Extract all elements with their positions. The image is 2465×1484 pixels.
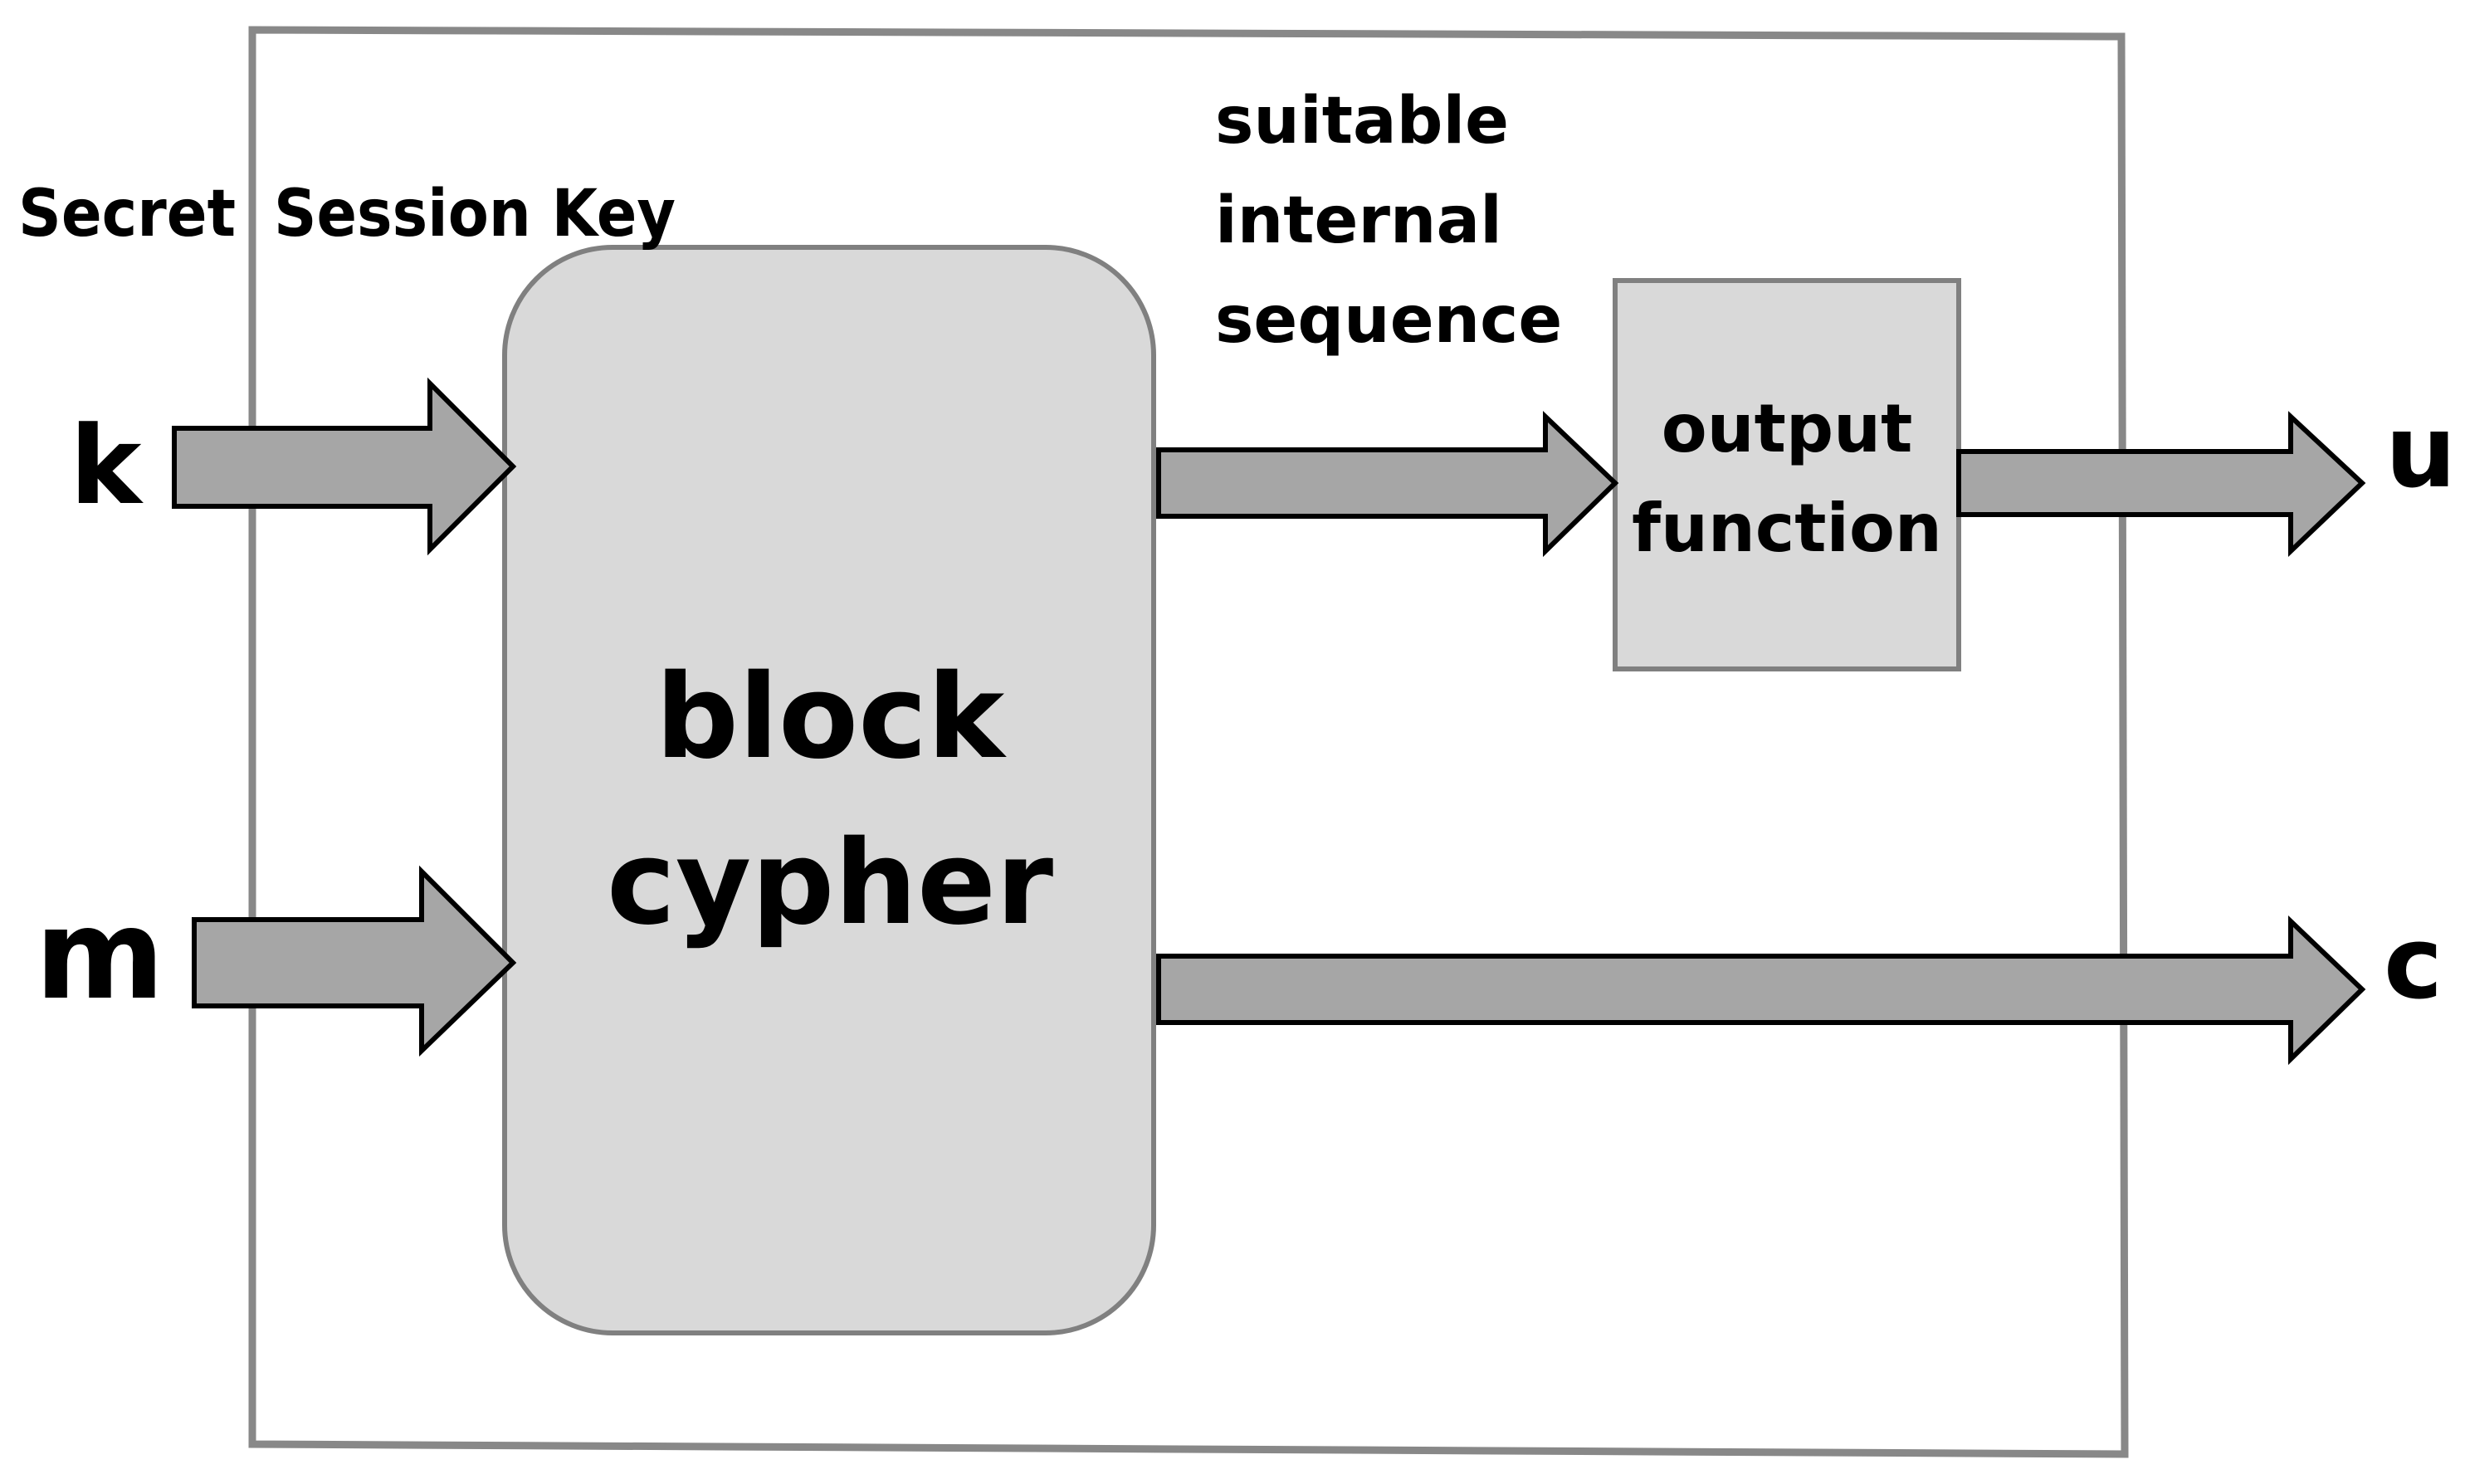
k-input-arrow bbox=[172, 377, 517, 556]
internal-sequence-arrow bbox=[1156, 411, 1619, 558]
k-label: k bbox=[70, 403, 144, 529]
output-function-label-line1: output bbox=[1662, 390, 1913, 467]
output-function-box bbox=[1613, 278, 1961, 671]
block-cypher-title-line1: block bbox=[656, 650, 1007, 785]
m-label: m bbox=[35, 883, 164, 1028]
block-cypher-title-line2: cypher bbox=[607, 816, 1053, 951]
internal-sequence-label-line3: sequence bbox=[1215, 283, 1562, 358]
session-key-label: Session Key bbox=[274, 177, 676, 251]
m-input-arrow bbox=[192, 865, 517, 1057]
c-label: c bbox=[2384, 906, 2443, 1022]
block-cypher-box bbox=[502, 245, 1156, 1335]
internal-sequence-label-line2: internal bbox=[1215, 183, 1502, 258]
c-output-arrow bbox=[1156, 915, 2366, 1066]
u-label: u bbox=[2385, 395, 2456, 510]
secret-label: Secret bbox=[18, 177, 236, 251]
internal-sequence-label-line1: suitable bbox=[1215, 84, 1509, 159]
u-output-arrow bbox=[1956, 411, 2366, 558]
output-function-label-line2: function bbox=[1632, 490, 1942, 567]
